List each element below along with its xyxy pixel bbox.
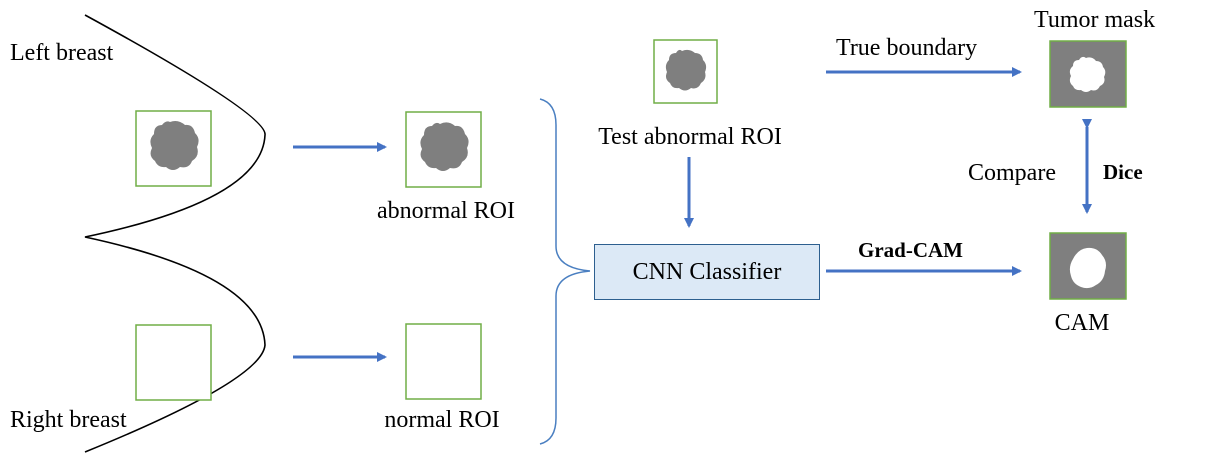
label-cam: CAM xyxy=(1054,310,1110,336)
cnn-classifier-box: CNN Classifier xyxy=(594,244,820,300)
training-brace xyxy=(539,98,591,445)
label-right-breast: Right breast xyxy=(10,407,127,433)
right-breast-roi xyxy=(135,324,212,401)
left-breast-tumor xyxy=(150,121,199,170)
normal-roi-box xyxy=(405,323,482,400)
tumor-mask-shape xyxy=(1069,56,1106,92)
label-normal-roi: normal ROI xyxy=(384,407,500,433)
cnn-classifier-label: CNN Classifier xyxy=(632,258,782,285)
label-left-breast: Left breast xyxy=(10,40,114,66)
label-compare: Compare xyxy=(968,160,1056,186)
label-dice: Dice xyxy=(1103,160,1143,184)
label-grad-cam: Grad-CAM xyxy=(858,238,963,262)
label-test-abnormal-roi: Test abnormal ROI xyxy=(598,124,782,150)
cam-shape xyxy=(1069,247,1106,289)
breast-outline xyxy=(84,14,266,453)
abnormal-roi-tumor xyxy=(420,122,469,171)
label-tumor-mask: Tumor mask xyxy=(1034,7,1156,33)
label-true-boundary: True boundary xyxy=(836,35,978,61)
label-abnormal-roi: abnormal ROI xyxy=(377,198,515,224)
test-roi-tumor xyxy=(665,49,707,91)
